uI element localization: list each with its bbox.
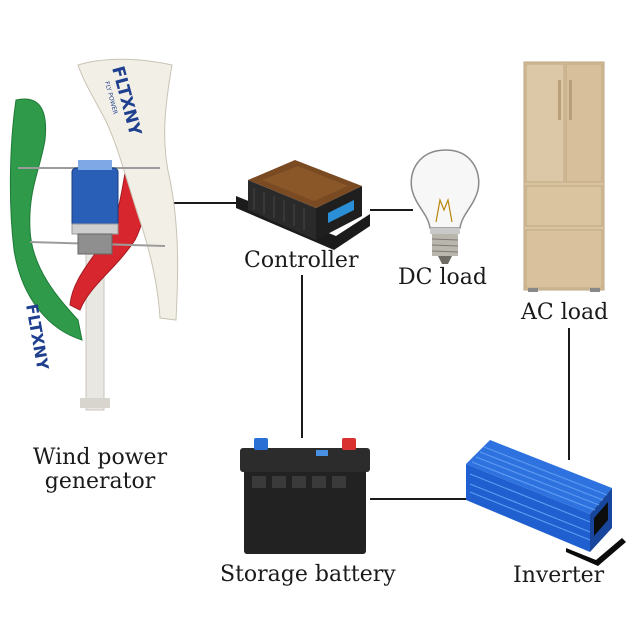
fridge-handle-left [558,80,561,120]
bulb-base [431,234,459,264]
turbine-white-blade [77,58,179,321]
battery-body [244,458,366,554]
turbine-hub-ring [71,223,119,235]
battery-lid-ribs [252,476,346,488]
bulb-filament [435,197,453,223]
fridge-foot-right [590,288,600,292]
turbine-green-blade [9,98,83,341]
turbine-hub-top [78,160,112,170]
wind-generator-label: Wind power generator [20,446,180,494]
turbine-hub-bottom [77,233,113,255]
wind-generator-label-line2: generator [44,469,156,494]
inverter-foot [566,538,626,566]
wind-turbine-icon: FLTXNY FLTXNY FLY POWER [9,58,179,411]
fridge-door-left [525,63,565,183]
battery-negative-terminal-cap [254,438,268,450]
bulb-neck [430,228,460,234]
inverter-icon [466,440,626,566]
controller-top-shade [262,166,348,201]
battery-lid [240,448,370,472]
controller-icon [236,160,370,250]
controller-fins [253,188,305,230]
storage-battery-label: Storage battery [220,562,396,587]
controller-label: Controller [244,248,359,273]
fridge-foot-left [528,288,538,292]
controller-front [248,180,316,240]
battery-icon [240,438,370,554]
wind-generator-label-line1: Wind power [32,445,168,470]
turbine-base-cap [80,398,110,408]
inverter-label: Inverter [513,563,605,588]
inverter-socket-panel [594,502,608,536]
fridge-drawer-2 [525,229,603,289]
controller-display-panel [328,200,354,223]
battery-indicator [316,450,328,456]
light-bulb-icon [410,149,480,264]
turbine-hub [71,167,119,231]
bulb-glass [410,149,480,229]
inverter-fins [469,446,608,541]
dc-load-label: DC load [398,265,487,290]
wiring [172,202,570,500]
fridge-handle-right [569,80,572,120]
inverter-front [466,464,590,552]
battery-positive-terminal-cap [342,438,356,450]
ac-load-label: AC load [521,300,609,325]
refrigerator-icon [523,61,605,292]
fridge-drawer-1 [525,185,603,227]
